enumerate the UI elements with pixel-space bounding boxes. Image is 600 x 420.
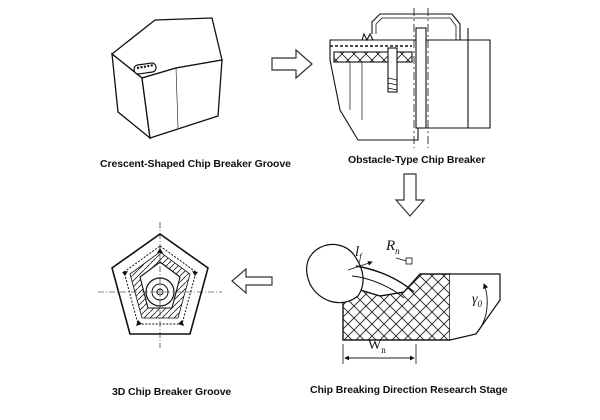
- label-rn-sub: n: [395, 246, 400, 256]
- arrow-right-icon: [271, 48, 313, 80]
- label-gamma-main: γ: [472, 292, 478, 307]
- arrow-down-icon: [394, 173, 426, 217]
- arrow-left-icon: [231, 267, 273, 295]
- caption-crescent: Crescent-Shaped Chip Breaker Groove: [100, 158, 291, 170]
- label-rn-main: R: [386, 238, 396, 254]
- crescent-insert-drawing: [110, 17, 223, 140]
- label-wn: Wn: [368, 338, 386, 355]
- threed-insert-drawing: [98, 222, 222, 348]
- chip-breaking-research-drawing: [306, 243, 501, 364]
- label-lf-main: l: [355, 244, 360, 260]
- label-gamma: γ0: [472, 292, 482, 309]
- obstacle-breaker-drawing: [329, 8, 491, 148]
- caption-obstacle: Obstacle-Type Chip Breaker: [348, 154, 486, 166]
- label-rn: Rn: [386, 238, 400, 256]
- label-lf-sub: f: [359, 252, 362, 262]
- label-wn-sub: n: [381, 344, 386, 355]
- label-wn-main: W: [368, 338, 382, 353]
- crescent-groove-icon: [133, 62, 157, 75]
- label-lf: lf: [355, 244, 362, 262]
- caption-threed: 3D Chip Breaker Groove: [112, 386, 232, 398]
- label-gamma-sub: 0: [477, 298, 483, 309]
- caption-research: Chip Breaking Direction Research Stage: [310, 384, 508, 396]
